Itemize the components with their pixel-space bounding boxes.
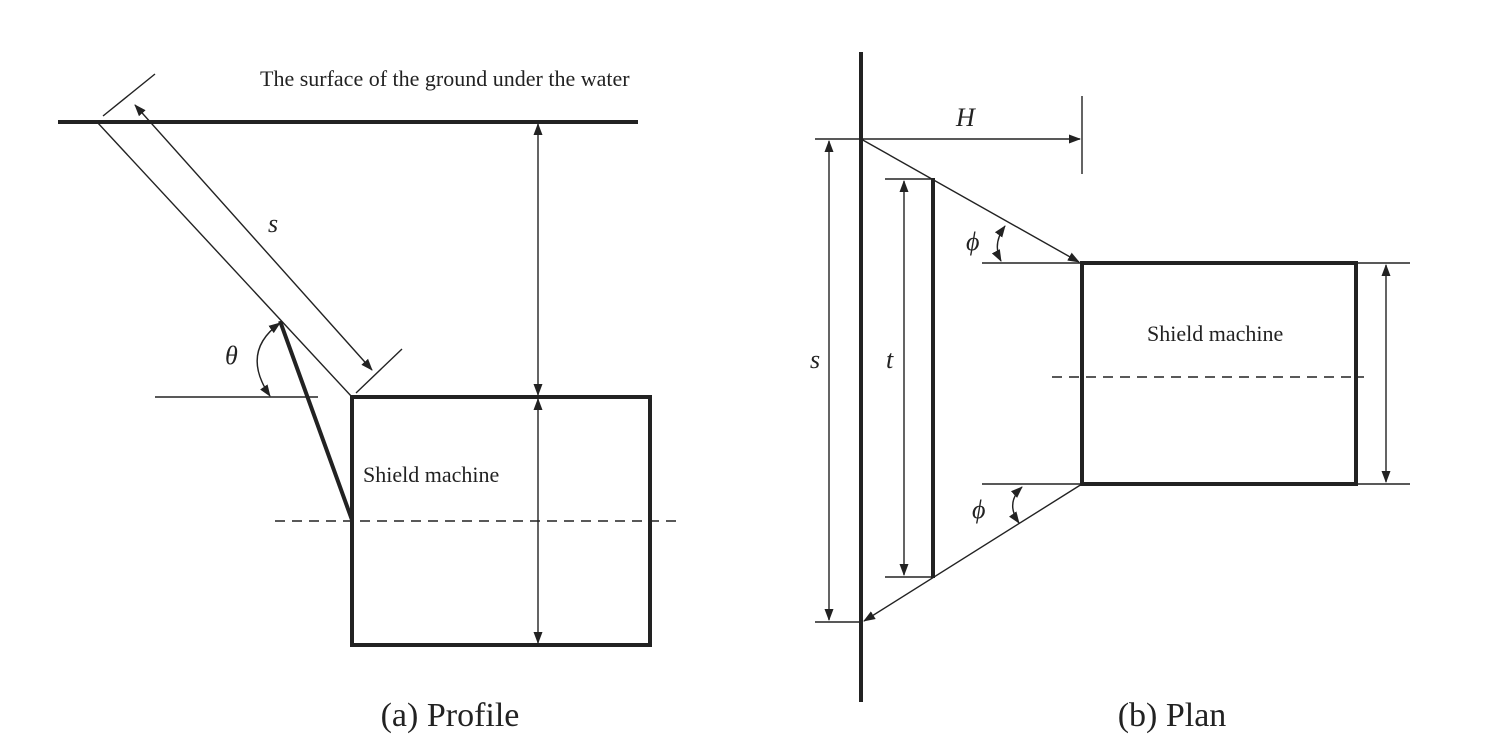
phi-top-arc	[991, 225, 1006, 262]
excavation-face-line	[278, 320, 354, 521]
plan-lower-slope-line	[863, 483, 1083, 622]
plan-shield-machine	[1080, 261, 1358, 486]
s-dimension-label: s	[268, 209, 278, 238]
s-dimension-arrow	[134, 104, 373, 371]
theta-label: θ	[225, 341, 238, 370]
phi-bottom-label: ϕ	[972, 495, 985, 524]
t-label: t	[886, 345, 894, 374]
plan-caption: (b) Plan	[1118, 697, 1227, 734]
profile-machine-label: Shield machine	[363, 462, 499, 487]
s-plan-label: s	[810, 345, 820, 374]
theta-angle-arc	[256, 322, 281, 397]
plan-view: H s t ϕ ϕ Shield machine (b) Plan	[810, 52, 1410, 734]
H-label: H	[955, 103, 976, 132]
profile-view: The surface of the ground under the wate…	[58, 66, 680, 734]
phi-top-label: ϕ	[966, 227, 979, 256]
ground-surface-label: The surface of the ground under the wate…	[260, 66, 630, 91]
s-extension-bottom	[355, 348, 403, 394]
s-extension-top	[102, 73, 156, 117]
phi-bottom-arc	[1009, 486, 1023, 524]
plan-upper-slope-line	[860, 138, 1080, 263]
profile-caption: (a) Profile	[381, 697, 520, 734]
plan-machine-label: Shield machine	[1147, 321, 1283, 346]
